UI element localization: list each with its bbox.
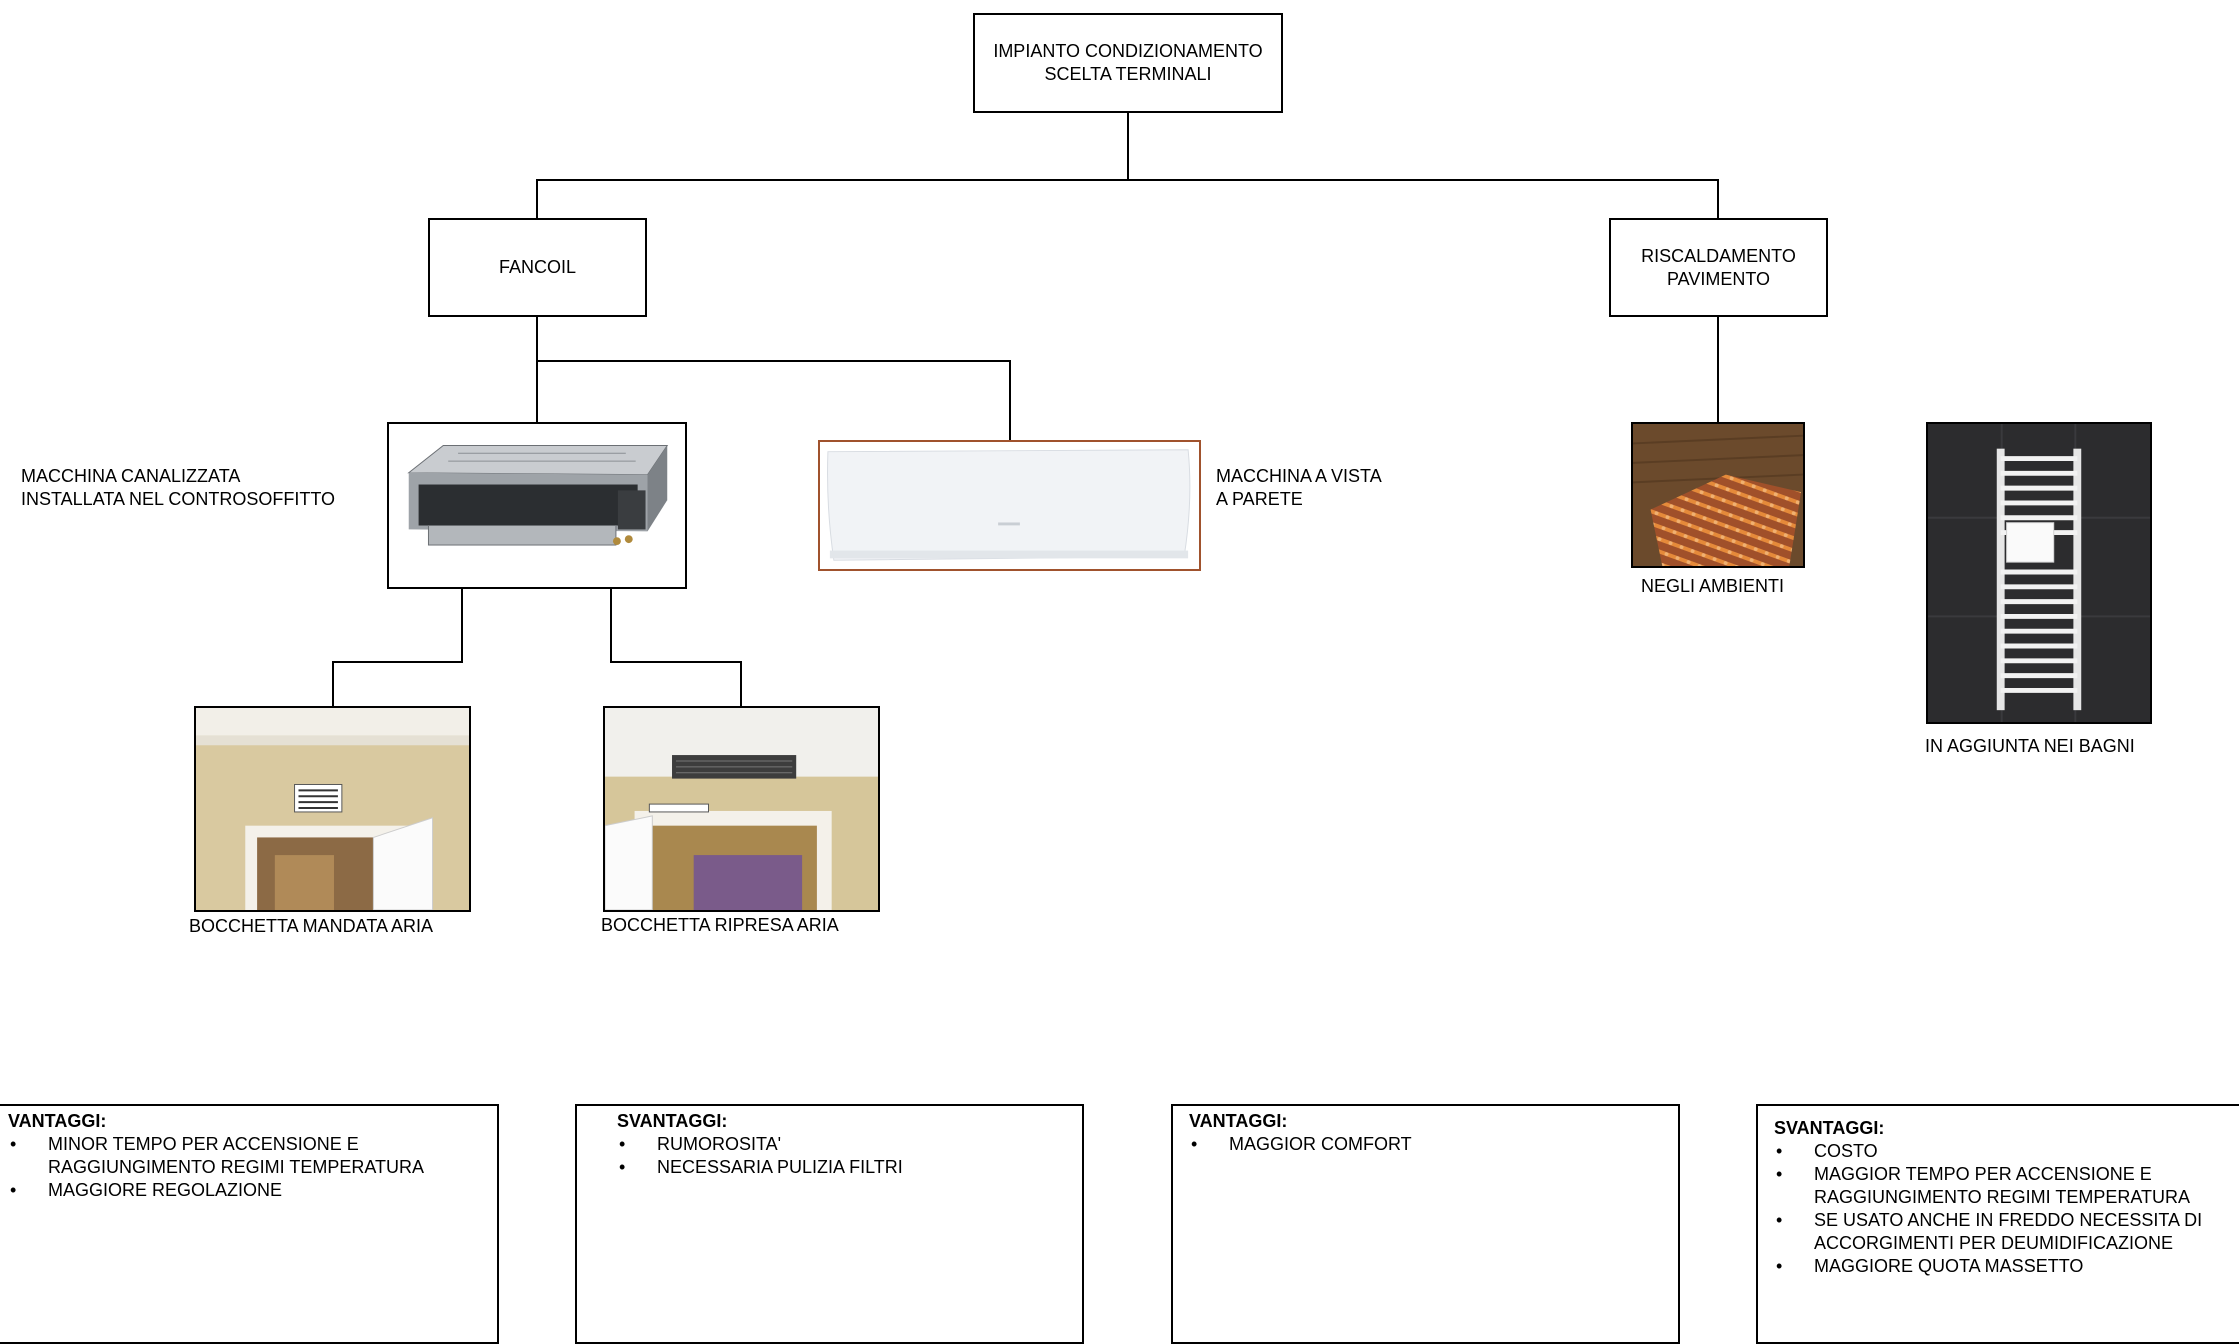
fancoil-advantages-panel: VANTAGGI: MINOR TEMPO PER ACCENSIONE E R…	[0, 1104, 499, 1344]
panel-list: COSTO MAGGIOR TEMPO PER ACCENSIONE E RAG…	[1774, 1140, 2239, 1278]
fancoil-disadvantages-panel: SVANTAGGI: RUMOROSITA' NECESSARIA PULIZI…	[575, 1104, 1084, 1344]
list-item: COSTO	[1774, 1140, 2239, 1163]
riscaldamento-box: RISCALDAMENTO PAVIMENTO	[1609, 218, 1828, 317]
list-item: RUMOROSITA'	[617, 1133, 1074, 1156]
panel-title: SVANTAGGI:	[617, 1111, 728, 1131]
fancoil-label: FANCOIL	[498, 257, 577, 277]
list-item: SE USATO ANCHE IN FREDDO NECESSITA DI AC…	[1774, 1209, 2239, 1255]
towel-radiator-image	[1926, 422, 2152, 724]
floor-advantages-panel: VANTAGGI: MAGGIOR COMFORT	[1171, 1104, 1680, 1344]
ducted-unit-image	[387, 422, 687, 589]
floor-heating-image	[1631, 422, 1805, 568]
supply-vent-image	[194, 706, 471, 912]
fancoil-box: FANCOIL	[428, 218, 647, 317]
canalizzata-label: MACCHINA CANALIZZATA INSTALLATA NEL CONT…	[21, 465, 335, 511]
canalizzata-line2: INSTALLATA NEL CONTROSOFFITTO	[21, 489, 336, 509]
mandata-label: BOCCHETTA MANDATA ARIA	[189, 916, 434, 936]
floor-disadvantages-panel: SVANTAGGI: COSTO MAGGIOR TEMPO PER ACCEN…	[1756, 1104, 2239, 1344]
parete-label: MACCHINA A VISTA A PARETE	[1216, 465, 1382, 511]
mandata-connector	[332, 588, 463, 706]
list-item: MAGGIORE QUOTA MASSETTO	[1774, 1255, 2239, 1278]
ambienti-label: NEGLI AMBIENTI	[1641, 576, 1785, 596]
riscaldamento-line1: RISCALDAMENTO	[1641, 245, 1796, 266]
list-item: MAGGIOR COMFORT	[1189, 1133, 1670, 1156]
panel-list: MINOR TEMPO PER ACCENSIONE E RAGGIUNGIME…	[8, 1133, 489, 1202]
fancoil-wall-connector	[537, 360, 1011, 440]
root-box: IMPIANTO CONDIZIONAMENTO SCELTA TERMINAL…	[973, 13, 1283, 113]
parete-line1: MACCHINA A VISTA	[1216, 466, 1382, 486]
canalizzata-line1: MACCHINA CANALIZZATA	[21, 466, 241, 486]
wall-unit-image	[818, 440, 1201, 571]
list-item: MINOR TEMPO PER ACCENSIONE E RAGGIUNGIME…	[8, 1133, 489, 1179]
panel-title: VANTAGGI:	[8, 1111, 107, 1131]
top-branch-line	[536, 179, 1719, 218]
root-title-line1: IMPIANTO CONDIZIONAMENTO	[993, 41, 1263, 61]
list-item: MAGGIORE REGOLAZIONE	[8, 1179, 489, 1202]
panel-title: SVANTAGGI:	[1774, 1118, 1885, 1138]
panel-list: RUMOROSITA' NECESSARIA PULIZIA FILTRI	[617, 1133, 1074, 1179]
ripresa-label: BOCCHETTA RIPRESA ARIA	[601, 915, 839, 935]
riscaldamento-line2: PAVIMENTO	[1666, 268, 1771, 289]
panel-list: MAGGIOR COMFORT	[1189, 1133, 1670, 1156]
parete-line2: A PARETE	[1216, 489, 1303, 509]
list-item: MAGGIOR TEMPO PER ACCENSIONE E RAGGIUNGI…	[1774, 1163, 2239, 1209]
panel-title: VANTAGGI:	[1189, 1111, 1288, 1131]
bagni-label: IN AGGIUNTA NEI BAGNI	[1925, 736, 2135, 756]
list-item: NECESSARIA PULIZIA FILTRI	[617, 1156, 1074, 1179]
return-vent-image	[603, 706, 880, 912]
root-title-line2: SCELTA TERMINALI	[1044, 64, 1212, 84]
ripresa-connector	[610, 588, 742, 706]
